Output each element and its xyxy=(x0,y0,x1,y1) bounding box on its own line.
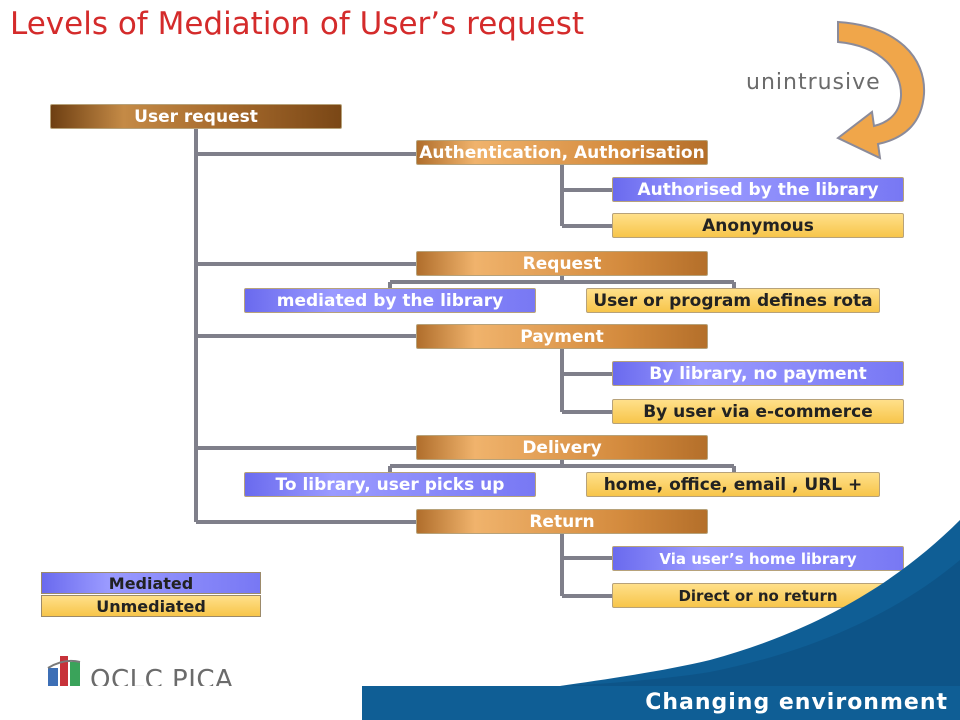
category-payment: Payment xyxy=(416,324,708,349)
legend-mediated: Mediated xyxy=(41,572,261,594)
slide-title: Levels of Mediation of User’s request xyxy=(10,6,584,42)
footer-bar xyxy=(0,686,960,720)
category-request: Request xyxy=(416,251,708,276)
category-authentication: Authentication, Authorisation xyxy=(416,140,708,165)
footer-title: Changing environment xyxy=(645,690,948,715)
root-user-request: User request xyxy=(50,104,342,129)
category-return: Return xyxy=(416,509,708,534)
category-delivery: Delivery xyxy=(416,435,708,460)
option-request-mediated-by-library: mediated by the library xyxy=(244,288,536,313)
option-payment-by-user: By user via e-commerce xyxy=(612,399,904,424)
option-delivery-to-library: To library, user picks up xyxy=(244,472,536,497)
option-payment-by-library: By library, no payment xyxy=(612,361,904,386)
oclc-pica-logo-icon xyxy=(47,656,81,704)
option-user-defines-rota: User or program defines rota xyxy=(586,288,880,313)
option-authorised-by-library: Authorised by the library xyxy=(612,177,904,202)
curved-arrow-icon xyxy=(836,20,926,160)
footer-wave xyxy=(560,520,960,686)
option-anonymous: Anonymous xyxy=(612,213,904,238)
option-delivery-home: home, office, email , URL + xyxy=(586,472,880,497)
option-return-via-home-library: Via user’s home library xyxy=(612,546,904,571)
legend-unmediated: Unmediated xyxy=(41,595,261,617)
unintrusive-label: unintrusive xyxy=(746,70,881,95)
